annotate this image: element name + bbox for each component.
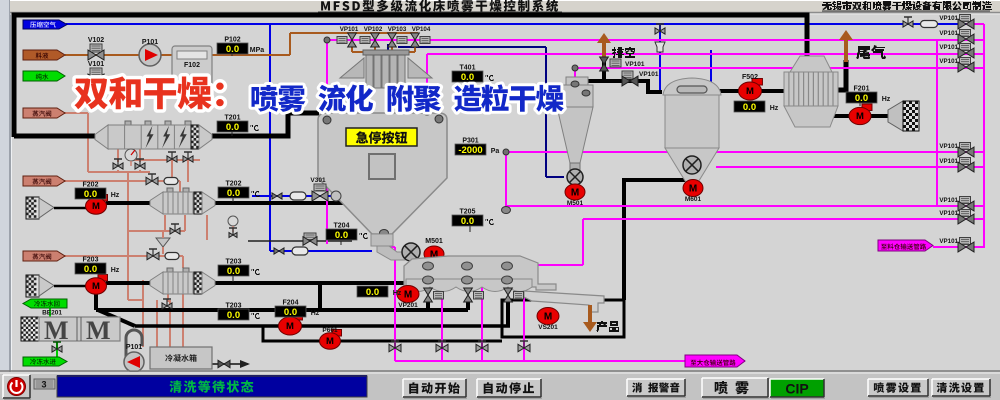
svg-text:M: M (404, 290, 412, 301)
svg-text:-2000: -2000 (458, 145, 482, 156)
svg-text:0.0: 0.0 (84, 189, 97, 200)
svg-text:M501: M501 (425, 238, 443, 245)
svg-text:M: M (689, 184, 697, 195)
svg-text:V102: V102 (88, 37, 104, 44)
svg-text:0.0: 0.0 (227, 310, 240, 321)
svg-text:CIP: CIP (785, 381, 808, 397)
svg-text:F102: F102 (184, 62, 200, 69)
svg-text:0.0: 0.0 (461, 216, 474, 227)
svg-text:P101: P101 (142, 39, 158, 46)
svg-text:VP101: VP101 (939, 143, 958, 150)
svg-text:VP101: VP101 (340, 26, 359, 33)
svg-text:P101: P101 (126, 344, 142, 351)
svg-text:M601: M601 (685, 196, 702, 203)
svg-text:T203: T203 (226, 303, 242, 310)
svg-text:BE201: BE201 (42, 310, 62, 317)
svg-text:P301: P301 (462, 138, 478, 145)
svg-text:VP201: VP201 (398, 302, 418, 309)
svg-text:M: M (92, 281, 100, 292)
svg-text:Hz: Hz (393, 290, 402, 297)
svg-text:VP102: VP102 (364, 26, 383, 33)
svg-text:VP101: VP101 (939, 158, 958, 165)
svg-text:0.0: 0.0 (743, 102, 756, 113)
svg-text:VP101: VP101 (939, 58, 958, 65)
svg-text:M: M (856, 111, 864, 122)
svg-text:VP101: VP101 (939, 44, 958, 51)
svg-text:VP103: VP103 (388, 26, 407, 33)
svg-text:0.0: 0.0 (284, 307, 297, 318)
svg-text:VP101: VP101 (939, 30, 958, 37)
svg-text:M: M (746, 86, 754, 97)
svg-text:Hz: Hz (882, 96, 891, 103)
svg-text:0.0: 0.0 (461, 72, 474, 83)
svg-text:0.0: 0.0 (227, 188, 240, 199)
svg-text:0.0: 0.0 (226, 44, 239, 55)
svg-text:F502: F502 (742, 74, 758, 81)
svg-text:M: M (86, 316, 111, 345)
svg-text:F201: F201 (854, 86, 870, 93)
svg-text:VP104: VP104 (412, 26, 431, 33)
svg-text:V301: V301 (310, 177, 326, 184)
svg-text:F204: F204 (283, 300, 299, 307)
svg-text:0.0: 0.0 (84, 264, 97, 275)
svg-text:VP101: VP101 (939, 15, 958, 22)
svg-text:T401: T401 (460, 65, 476, 72)
svg-text:V101: V101 (88, 61, 104, 68)
svg-text:F203: F203 (83, 257, 99, 264)
svg-text:0.0: 0.0 (335, 230, 348, 241)
svg-text:VP101: VP101 (939, 210, 958, 217)
svg-text:MPa: MPa (250, 47, 265, 54)
svg-text:M: M (286, 321, 294, 332)
svg-text:M: M (430, 250, 438, 261)
svg-text:0.0: 0.0 (366, 287, 379, 298)
svg-text:0.0: 0.0 (855, 93, 868, 104)
svg-text:Hz: Hz (111, 192, 120, 199)
svg-text:0.0: 0.0 (226, 122, 239, 133)
svg-text:VP101: VP101 (939, 197, 958, 204)
svg-text:VP101: VP101 (639, 71, 659, 78)
svg-text:T201: T201 (225, 115, 241, 122)
svg-text:M: M (544, 312, 552, 323)
svg-text:3: 3 (41, 380, 46, 390)
svg-text:Pa: Pa (491, 148, 500, 155)
svg-text:0.0: 0.0 (227, 266, 240, 277)
svg-text:M: M (571, 188, 579, 199)
svg-text:P601: P601 (322, 327, 338, 334)
svg-text:VP101: VP101 (625, 61, 645, 68)
svg-text:Hz: Hz (311, 310, 320, 317)
svg-text:M: M (92, 201, 100, 212)
svg-text:Hz: Hz (770, 105, 779, 112)
svg-text:T202: T202 (226, 181, 242, 188)
svg-text:F202: F202 (83, 182, 99, 189)
svg-text:M: M (44, 316, 69, 345)
svg-text:M: M (326, 336, 334, 347)
svg-text:M501: M501 (567, 200, 584, 207)
svg-text:Hz: Hz (111, 267, 120, 274)
svg-text:T205: T205 (460, 209, 476, 216)
svg-text:P102: P102 (224, 37, 240, 44)
svg-text:T204: T204 (334, 223, 350, 230)
svg-text:T203: T203 (226, 259, 242, 266)
svg-text:VS201: VS201 (538, 324, 558, 331)
svg-text:VP101: VP101 (939, 238, 958, 245)
